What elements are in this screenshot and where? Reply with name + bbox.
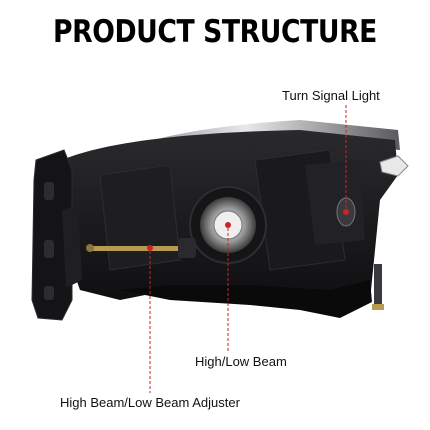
turn-signal-label: Turn Signal Light [282,88,380,103]
high-low-beam-label: High/Low Beam [195,354,287,369]
adjuster-label: High Beam/Low Beam Adjuster [60,395,240,410]
page-title: PRODUCT STRUCTURE [53,14,377,50]
